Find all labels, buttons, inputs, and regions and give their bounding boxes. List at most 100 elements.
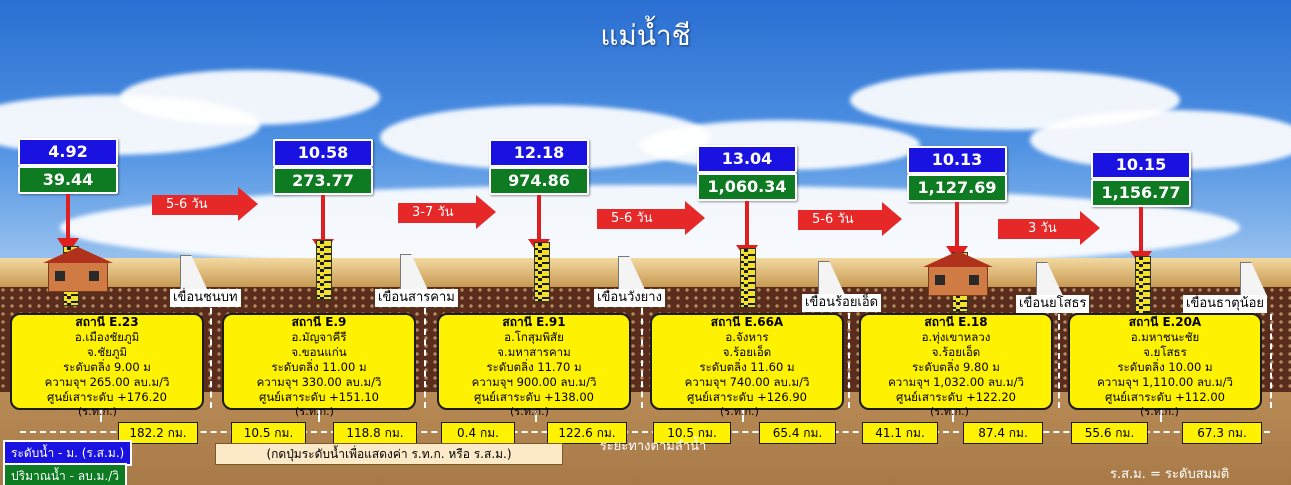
distance-label: 10.5 กม. [653,422,731,444]
station-district: อ.โกสุมพิสัย [504,330,564,344]
travel-time-label: 3 วัน [1028,221,1057,236]
station-district: อ.มัญจาคีรี [291,330,347,344]
station-datum: ศูนย์เสาระดับ +112.00 [1105,390,1225,404]
connector-line [100,410,102,422]
water-level-button[interactable]: 10.58 [273,139,373,167]
connector-line [535,410,537,422]
flow-value: 273.77 [273,167,373,195]
station-datum: ศูนย์เสาระดับ +176.20 [47,390,167,404]
water-level-button[interactable]: 10.15 [1091,151,1191,179]
station-capacity: ความจุฯ 1,032.00 ลบ.ม/วิ [888,375,1024,389]
station-code: สถานี E.23 [75,315,139,329]
dam-label: เขื่อนยโสธร [1016,295,1090,313]
station-province: จ.ร้อยเอ็ด [931,345,981,359]
flow-value: 1,156.77 [1091,179,1191,207]
connector-line [1058,314,1060,408]
station-capacity: ความจุฯ 900.00 ลบ.ม/วิ [471,375,597,389]
down-arrow-icon [736,201,758,261]
distance-label: 118.8 กม. [333,422,417,444]
distance-label: 122.6 กม. [547,422,627,444]
connector-line [424,308,426,408]
distance-label: 67.3 กม. [1182,422,1262,444]
arrow-head-icon [685,201,705,235]
station-code: สถานี E.66A [710,315,784,329]
arrow-head-icon [882,202,902,236]
connector-line [318,410,320,422]
station-district: อ.ทุ่งเขาหลวง [921,330,991,344]
station-card: สถานี E.23 อ.เมืองชัยภูมิ จ.ชัยภูมิ ระดั… [10,313,204,410]
travel-time-label: 5-6 วัน [166,197,208,212]
station-capacity: ความจุฯ 265.00 ลบ.ม/วิ [44,375,170,389]
dam-label: เขื่อนร้อยเอ็ด [802,294,882,312]
distance-label: 0.4 กม. [441,422,515,444]
distance-label: 55.6 กม. [1071,422,1148,444]
station-code: สถานี E.9 [291,315,347,329]
down-arrow-icon [1130,207,1152,267]
connector-line [1160,410,1162,422]
station-card: สถานี E.9 อ.มัญจาคีรี จ.ขอนแก่น ระดับตลิ… [222,313,416,410]
station-datum: ศูนย์เสาระดับ +138.00 [474,390,594,404]
staff-gauge-icon [740,248,756,308]
station-bank-level: ระดับตลิ่ง 9.00 ม [63,360,151,374]
station-datum: ศูนย์เสาระดับ +126.90 [687,390,807,404]
dam-label: เขื่อนวังยาง [594,289,665,307]
station-card: สถานี E.18 อ.ทุ่งเขาหลวง จ.ร้อยเอ็ด ระดั… [859,313,1053,410]
station-datum-ref: (ร.ท.ก.) [78,405,117,418]
water-level-button[interactable]: 10.13 [907,146,1007,174]
connector-line [210,308,212,408]
water-level-button[interactable]: 13.04 [697,145,797,173]
down-arrow-icon [57,194,79,254]
station-district: อ.จังหาร [725,330,769,344]
down-arrow-icon [528,195,550,255]
arrow-head-icon [238,187,258,221]
distance-label: 65.4 กม. [759,422,836,444]
connector-line [641,308,643,408]
station-bank-level: ระดับตลิ่ง 11.70 ม [486,360,582,374]
station-datum-ref: (ร.ท.ก.) [510,405,549,418]
arrow-head-icon [1080,211,1100,245]
station-province: จ.ขอนแก่น [291,345,347,359]
connector-line [952,410,954,422]
station-card: สถานี E.66A อ.จังหาร จ.ร้อยเอ็ด ระดับตลิ… [650,313,844,410]
flow-value: 39.44 [18,166,118,194]
station-code: สถานี E.18 [924,315,988,329]
instruction-note: (กดปุ่มระดับน้ำเพื่อแสดงค่า ร.ท.ก. หรือ … [215,443,563,465]
station-district: อ.เมืองชัยภูมิ [74,330,140,344]
station-datum-ref: (ร.ท.ก.) [720,405,759,418]
distance-label: 182.2 กม. [118,422,198,444]
station-province: จ.ชัยภูมิ [86,345,128,359]
station-datum-ref: (ร.ท.ก.) [930,405,969,418]
station-capacity: ความจุฯ 740.00 ลบ.ม/วิ [684,375,810,389]
distance-label: 41.1 กม. [862,422,938,444]
distance-axis-label: ระยะทางตามลำน้ำ [599,439,707,454]
station-card: สถานี E.91 อ.โกสุมพิสัย จ.มหาสารคาม ระดั… [437,313,631,410]
station-code: สถานี E.91 [502,315,566,329]
station-datum-ref: (ร.ท.ก.) [1140,405,1179,418]
dam-label: เขื่อนธาตุน้อย [1183,295,1268,313]
station-province: จ.ยโสธร [1143,345,1187,359]
distance-label: 87.4 กม. [963,422,1043,444]
station-bank-level: ระดับตลิ่ง 9.80 ม [912,360,1000,374]
house-icon [43,247,113,292]
station-bank-level: ระดับตลิ่ง 10.00 ม [1117,360,1213,374]
page-title: แม่น้ำชี [600,19,691,52]
cloud [120,70,380,125]
station-code: สถานี E.20A [1128,315,1202,329]
staff-gauge-icon [316,240,332,300]
station-bank-level: ระดับตลิ่ง 11.60 ม [699,360,795,374]
station-card: สถานี E.20A อ.มหาชนะชัย จ.ยโสธร ระดับตลิ… [1068,313,1262,410]
legend-flow-button[interactable]: ปริมาณน้ำ - ลบ.ม./วิ [3,463,128,485]
water-level-button[interactable]: 12.18 [489,139,589,167]
station-capacity: ความจุฯ 330.00 ลบ.ม/วิ [256,375,382,389]
station-province: จ.มหาสารคาม [497,345,571,359]
flow-value: 974.86 [489,167,589,195]
connector-line [1270,314,1272,408]
water-level-button[interactable]: 4.92 [18,138,118,166]
down-arrow-icon [946,202,968,262]
station-bank-level: ระดับตลิ่ง 11.00 ม [271,360,367,374]
travel-time-label: 5-6 วัน [611,211,653,226]
dam-label: เขื่อนชนบท [170,289,241,307]
flow-value: 1,127.69 [907,174,1007,202]
arrow-head-icon [476,195,496,229]
station-capacity: ความจุฯ 1,110.00 ลบ.ม/วิ [1097,375,1233,389]
